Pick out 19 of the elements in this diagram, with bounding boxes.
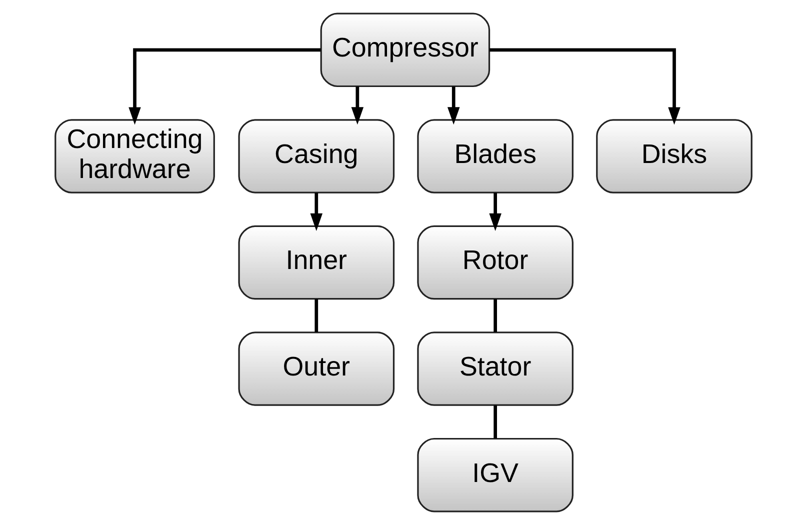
- node-box: IGV: [417, 438, 574, 512]
- arrow: [128, 48, 321, 125]
- connector: [494, 299, 497, 332]
- node-box: Disks: [596, 119, 752, 194]
- node-box: Casing: [238, 119, 395, 194]
- arrow: [490, 48, 680, 125]
- arrow: [447, 86, 460, 125]
- node-box: Rotor: [417, 225, 574, 300]
- node-box: Blades: [417, 119, 574, 194]
- node-box: Inner: [238, 225, 395, 300]
- connector: [314, 299, 318, 332]
- node-box: Compressor: [320, 12, 490, 88]
- connector: [494, 405, 497, 438]
- arrow: [351, 86, 364, 125]
- arrow: [489, 192, 502, 231]
- node-box: Stator: [417, 332, 574, 406]
- arrow: [310, 192, 323, 231]
- node-box: Connecting hardware: [54, 119, 215, 194]
- node-box: Outer: [238, 332, 395, 406]
